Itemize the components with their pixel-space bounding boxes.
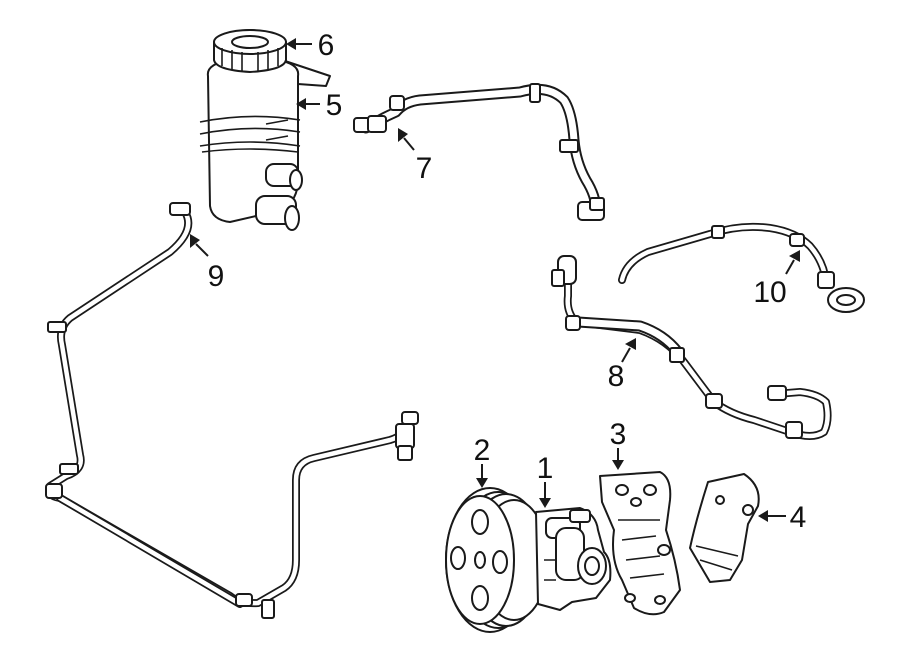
part-4-shield [689,473,760,583]
part-2-pulley [445,487,549,633]
part-1-pump [535,507,612,611]
part-9-line [45,202,419,619]
part-8-hose [551,255,832,440]
part-5-reservoir [199,59,331,231]
callout-arrows [190,38,800,522]
part-7-hose [353,83,605,221]
part-10-hose [618,222,865,313]
callout-5: 5 [326,89,343,122]
callout-10: 10 [753,276,786,309]
callout-9: 9 [208,260,225,293]
callout-8: 8 [608,360,625,393]
callout-3: 3 [610,418,627,451]
callout-2: 2 [474,434,491,467]
part-3-bracket [599,471,681,616]
callout-7: 7 [416,152,433,185]
callout-4: 4 [790,501,807,534]
part-6-cap [213,29,287,73]
callout-1: 1 [537,452,554,485]
callout-6: 6 [318,29,335,62]
